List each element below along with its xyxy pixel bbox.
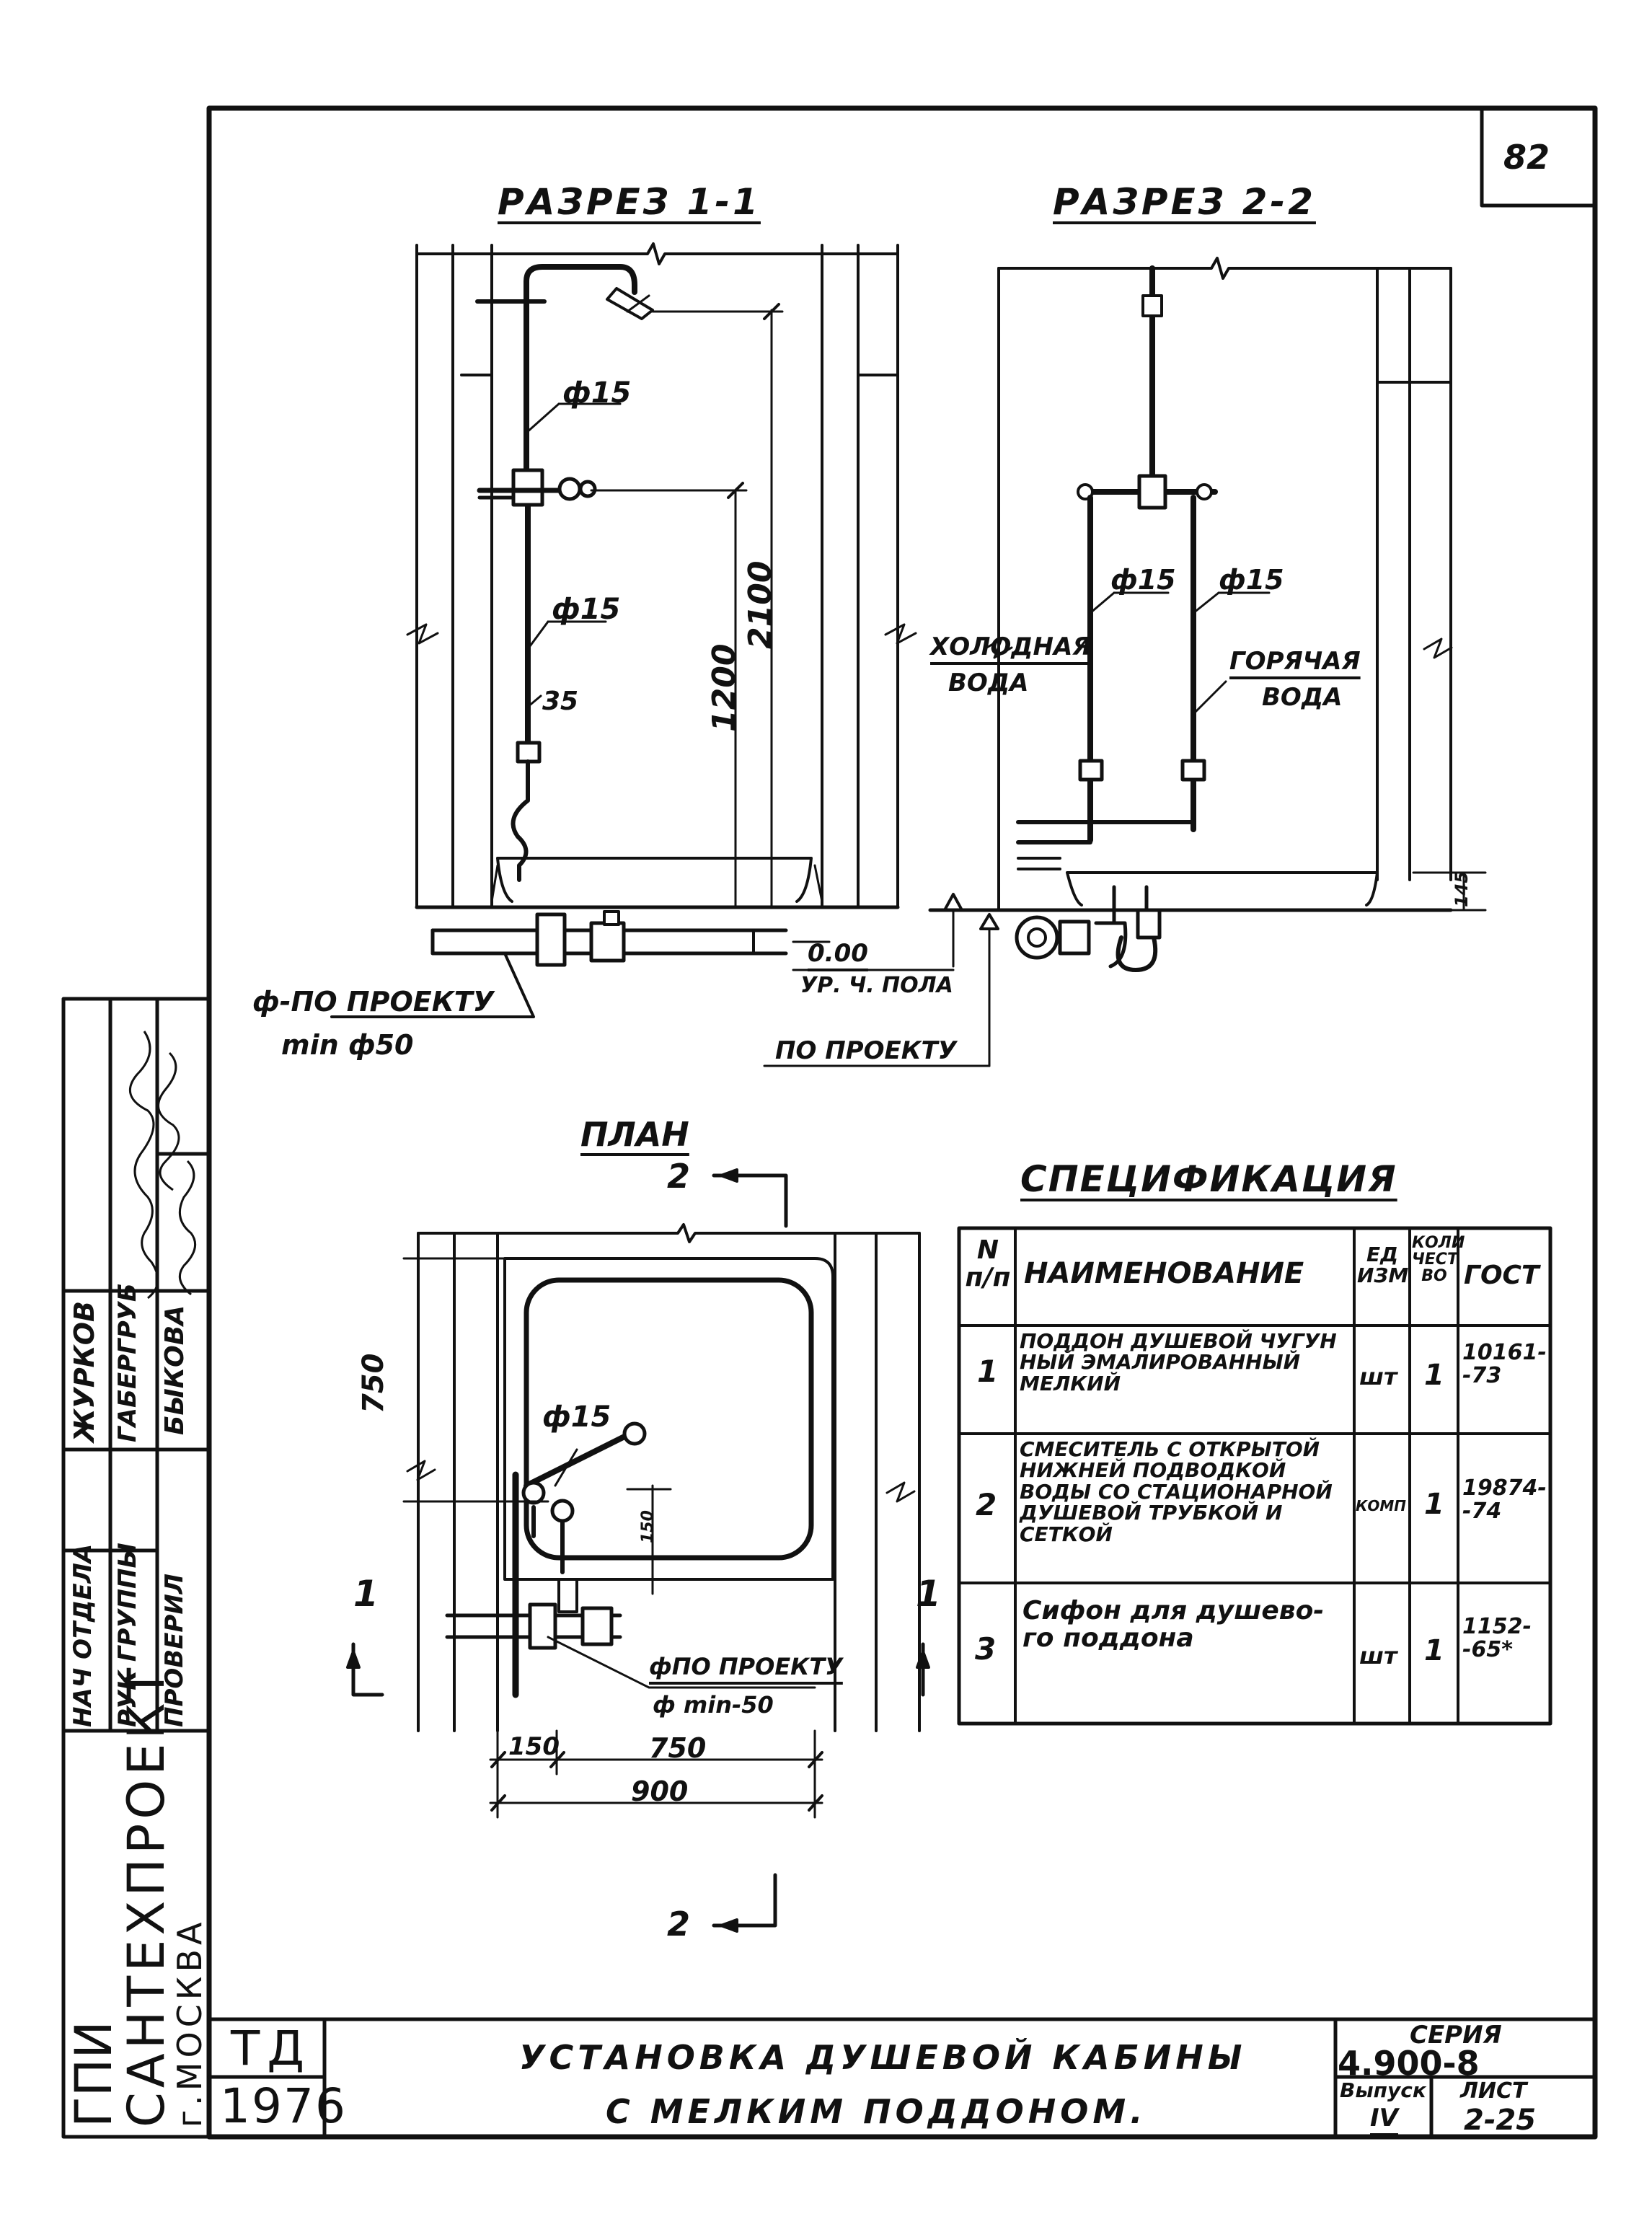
hot-water-label-2: ВОДА (1262, 683, 1343, 712)
page-number-box (1480, 106, 1597, 208)
drawing-title-line-1: УСТАНОВКА ДУШЕВОЙ КАБИНЫ (519, 2038, 1247, 2077)
issue-value: IV (1370, 2104, 1398, 2132)
stamp-name-1: ЖУРКОВ (69, 1301, 100, 1442)
cut-2-bottom: 2 (667, 1905, 691, 1944)
page-number: 82 (1503, 138, 1550, 177)
stamp-role-1: НАЧ ОТДЕЛА (69, 1543, 97, 1727)
plan-dim-150: 150 (508, 1732, 560, 1761)
spec-row-3-gost: 1152- -65* (1462, 1614, 1532, 1662)
spec-header-qty: КОЛИ ЧЕСТ ВО (1412, 1234, 1465, 1286)
title-block-frame (207, 2017, 1597, 2139)
spec-row-2-name: СМЕСИТЕЛЬ С ОТКРЫТОЙ НИЖНЕЙ ПОДВОДКОЙ ВО… (1020, 1437, 1333, 1546)
spec-row-1-qty: 1 (1424, 1359, 1444, 1392)
title-block-year: 1976 (220, 2078, 347, 2134)
side-stamp-frame (61, 997, 211, 2139)
cold-water-label-2: ВОДА (948, 669, 1029, 697)
sheet-label: ЛИСТ (1460, 2078, 1527, 2104)
plan-drawing (346, 1168, 930, 1933)
cut-1-left: 1 (353, 1573, 379, 1615)
plan-dim-750: 750 (649, 1732, 707, 1764)
spec-row-1-unit: шт (1359, 1363, 1397, 1390)
org-line-2: САНТЕХПРОЕКТ (117, 1664, 176, 2127)
series-value: 4.900-8 (1338, 2044, 1480, 2083)
section-2-title: РАЗРЕЗ 2-2 (1053, 181, 1316, 223)
cut-2-top: 2 (667, 1157, 691, 1196)
plan-drain-label-2: ф min-50 (653, 1691, 774, 1719)
stamp-name-3: БЫКОВА (160, 1305, 190, 1435)
section-2-pipe-right-label: ф15 (1219, 564, 1284, 596)
org-line-1: ГПИ (64, 2021, 123, 2127)
plan-pipe-label: ф15 (542, 1400, 611, 1434)
section-1-pipe-top-label: ф15 (562, 376, 632, 410)
signatures (129, 1031, 197, 1300)
section-2-dim-145: 145 (1452, 870, 1472, 907)
spec-row-2-num: 2 (976, 1487, 997, 1522)
drain-label-line-2: min ф50 (281, 1029, 414, 1061)
by-project-label: ПО ПРОЕКТУ (775, 1036, 957, 1065)
cold-water-label-1: ХОЛОДНАЯ (930, 632, 1092, 661)
section-1-drawing (330, 242, 917, 1018)
spec-row-2-unit: КОМП (1356, 1497, 1406, 1514)
section-1-dim-1200: 1200 (706, 643, 743, 732)
drawing-title-line-2: С МЕЛКИМ ПОДДОНОМ. (606, 2092, 1147, 2131)
drain-label-line-1: ф-ПО ПРОЕКТУ (252, 986, 495, 1018)
spec-row-1-num: 1 (977, 1354, 999, 1389)
plan-drain-label-1: фПО ПРОЕКТУ (649, 1653, 843, 1680)
sheet-value: 2-25 (1464, 2104, 1537, 2137)
spec-row-3-qty: 1 (1424, 1634, 1444, 1667)
plan-dim-750-vertical: 750 (357, 1353, 390, 1414)
spec-row-2-gost: 19874- -74 (1462, 1475, 1547, 1524)
section-1-pipe-mid-label: ф15 (552, 593, 621, 626)
spec-row-2-qty: 1 (1424, 1488, 1444, 1521)
section-1-title: РАЗРЕЗ 1-1 (498, 181, 761, 223)
spec-row-3-name: Сифон для душево- го поддона (1022, 1596, 1325, 1653)
section-1-dim-2100: 2100 (742, 560, 779, 649)
spec-row-1-gost: 10161- -73 (1462, 1340, 1547, 1388)
spec-title: СПЕЦИФИКАЦИЯ (1020, 1158, 1397, 1200)
floor-level-label: УР. Ч. ПОЛА (800, 973, 953, 998)
section-2-pipe-left-label: ф15 (1110, 564, 1176, 596)
plan-title: ПЛАН (580, 1115, 689, 1154)
stamp-name-2: ГАБЕРГРУБ (113, 1283, 142, 1442)
cut-1-right: 1 (916, 1573, 941, 1615)
section-2-drawing (763, 257, 1487, 1067)
spec-header-num: N п/п (965, 1235, 1011, 1292)
title-block-td: ТД (231, 2021, 312, 2076)
org-line-3: г.МОСКВА (170, 1918, 209, 2128)
plan-dim-150-vertical: 150 (639, 1510, 657, 1543)
issue-label: Выпуск (1340, 2078, 1426, 2102)
spec-header-gost: ГОСТ (1464, 1261, 1540, 1290)
spec-table-grid (957, 1226, 1552, 1726)
hot-water-label-1: ГОРЯЧАЯ (1229, 647, 1361, 676)
plan-dim-900: 900 (631, 1776, 689, 1807)
spec-row-3-unit: шт (1359, 1642, 1397, 1669)
floor-level-value: 0.00 (808, 939, 868, 968)
spec-header-name: НАИМЕНОВАНИЕ (1024, 1257, 1304, 1290)
spec-row-1-name: ПОДДОН ДУШЕВОЙ ЧУГУН НЫЙ ЭМАЛИРОВАННЫЙ М… (1020, 1329, 1337, 1395)
section-1-dim-35: 35 (542, 687, 579, 716)
spec-row-3-num: 3 (975, 1631, 997, 1667)
series-label: СЕРИЯ (1410, 2021, 1502, 2050)
spec-header-unit: ЕД ИЗМ (1357, 1243, 1409, 1288)
